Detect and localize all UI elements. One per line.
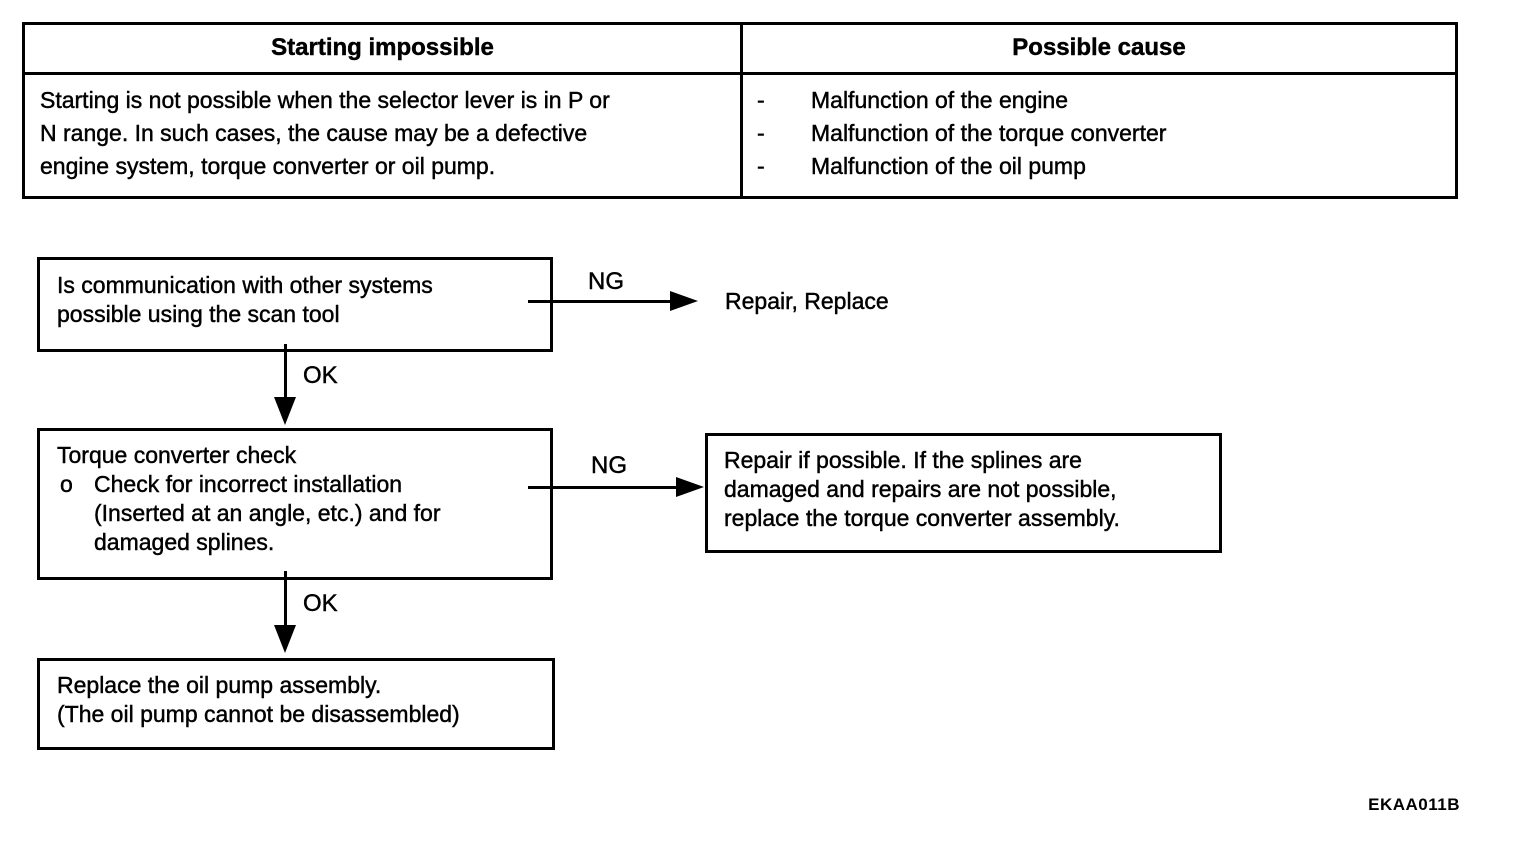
ng2-label: NG: [591, 452, 627, 479]
arrow-right-icon: [670, 291, 698, 311]
table-header-starting-impossible: Starting impossible: [25, 25, 743, 75]
circle-bullet: o: [60, 471, 73, 497]
flow-box-torque-converter-check: Torque converter check o Check for incor…: [37, 428, 553, 580]
symptom-description-cell: Starting is not possible when the select…: [25, 75, 743, 196]
cause-item: - Malfunction of the oil pump: [757, 150, 1443, 183]
symptom-line: N range. In such cases, the cause may be…: [40, 120, 588, 146]
flow-box-text-line: Replace the oil pump assembly.: [57, 672, 382, 698]
ok2-label: OK: [303, 590, 338, 617]
ng1-result-text: Repair, Replace: [725, 288, 889, 314]
arrow-down-icon: [274, 625, 296, 653]
flow-box-repair-splines: Repair if possible. If the splines are d…: [705, 433, 1222, 553]
cause-text: Malfunction of the torque converter: [811, 120, 1167, 146]
dash-bullet: -: [757, 87, 765, 113]
flow-box-scan-tool: Is communication with other systems poss…: [37, 257, 553, 352]
cause-text: Malfunction of the engine: [811, 87, 1069, 113]
arrow-right-icon: [676, 477, 704, 497]
symptom-line: Starting is not possible when the select…: [40, 87, 610, 113]
ok1-arrow-line: [284, 344, 287, 399]
dash-bullet: -: [757, 153, 765, 179]
cause-item: - Malfunction of the engine: [757, 84, 1443, 117]
ng1-label: NG: [588, 268, 624, 295]
flow-box-title: Torque converter check: [57, 442, 297, 468]
ok2-arrow-line: [284, 571, 287, 627]
cause-item: - Malfunction of the torque converter: [757, 117, 1443, 150]
symptom-cause-table: Starting impossible Possible cause Start…: [22, 22, 1458, 199]
flow-box-text-line: damaged splines.: [94, 529, 275, 555]
check-item-text: Check for incorrect installation (Insert…: [94, 470, 441, 557]
flow-box-text-line: possible using the scan tool: [57, 301, 340, 327]
dash-bullet: -: [757, 120, 765, 146]
ok1-label: OK: [303, 362, 338, 389]
flow-box-text-line: replace the torque converter assembly.: [724, 505, 1120, 531]
ng1-arrow-line: [528, 300, 672, 303]
possible-cause-cell: - Malfunction of the engine - Malfunctio…: [743, 75, 1455, 196]
figure-reference-code: EKAA011B: [1368, 795, 1460, 814]
flow-box-text-line: (Inserted at an angle, etc.) and for: [94, 500, 441, 526]
flow-box-text-line: Check for incorrect installation: [94, 471, 403, 497]
flow-box-text-line: (The oil pump cannot be disassembled): [57, 701, 460, 727]
flow-box-text-line: Is communication with other systems: [57, 272, 433, 298]
symptom-line: engine system, torque converter or oil p…: [40, 153, 496, 179]
flow-box-replace-oil-pump: Replace the oil pump assembly. (The oil …: [37, 658, 555, 750]
arrow-down-icon: [274, 397, 296, 425]
flow-box-text-line: Repair if possible. If the splines are: [724, 447, 1082, 473]
table-header-possible-cause: Possible cause: [743, 25, 1455, 75]
ng2-arrow-line: [528, 486, 678, 489]
cause-text: Malfunction of the oil pump: [811, 153, 1086, 179]
check-item: o Check for incorrect installation (Inse…: [57, 470, 542, 557]
flow-box-text-line: damaged and repairs are not possible,: [724, 476, 1117, 502]
